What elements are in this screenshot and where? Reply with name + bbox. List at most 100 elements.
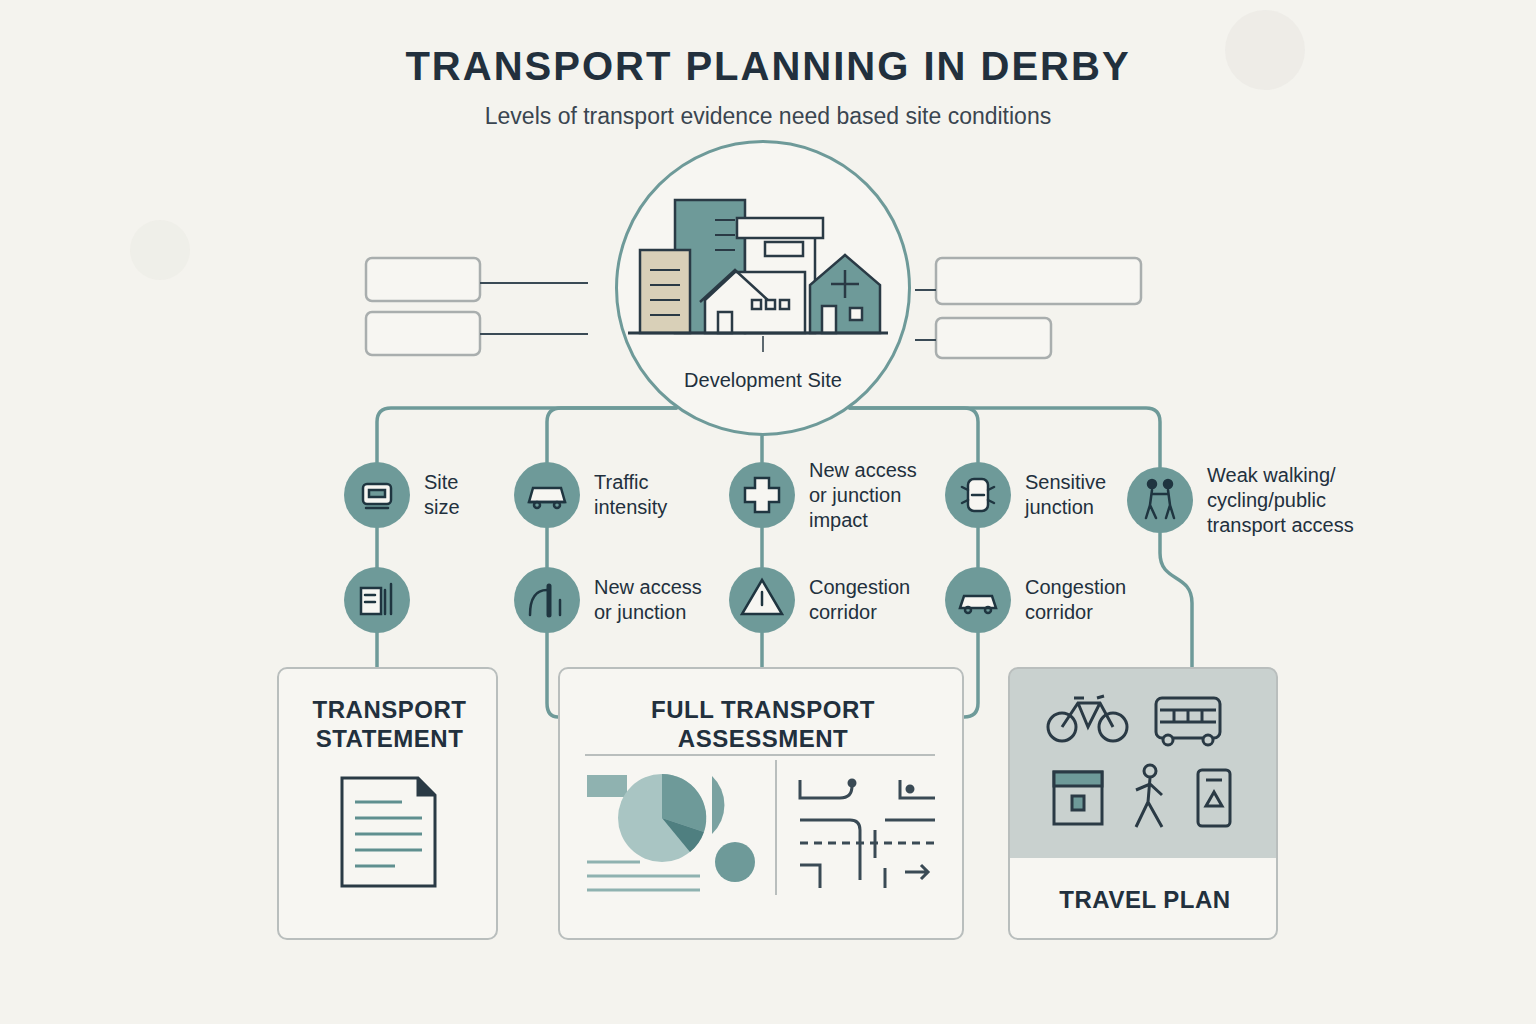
condition-icon: Congestion corridor [945,567,1011,633]
connector-line [545,528,549,567]
diagram-title: TRANSPORT PLANNING IN DERBY [0,44,1536,89]
drawing-part [715,234,735,236]
drawing-part [715,220,735,250]
travel-icons [1048,696,1230,827]
drawing-part [766,300,775,309]
drawing-part [355,865,395,868]
drawing-part [800,780,852,798]
evidence-box: FULL TRANSPORT ASSESSMENT [558,667,964,940]
assessment-graphics [585,755,935,895]
drawing-part [390,584,393,614]
drawing-part [559,668,963,939]
drawing-part [480,282,588,284]
buildings-illustration [628,200,888,352]
evidence-box: TRAVEL PLAN [1008,667,1278,940]
connector-line [964,633,978,717]
drawing-part [915,339,936,341]
condition-label: Congestion corridor [809,575,927,625]
drawing-part [715,249,735,251]
drawing-part [745,478,779,512]
drawing-part [1201,710,1204,722]
drawing-part [559,600,562,615]
condition-label: New access or junction [594,575,716,625]
drawing-part [587,862,700,890]
drawing-part [822,306,836,333]
drawing-part [278,668,497,939]
drawing-part [1225,10,1305,90]
drawing-part [514,462,580,528]
drawing-part [729,462,795,528]
drawing-part [900,780,935,798]
condition-icon: New access or junction [514,567,580,633]
drawing-part [587,875,700,878]
drawing-part [936,318,1051,358]
drawing-part [800,820,860,880]
condition-icon: Weak walking/ cycling/public transport a… [1127,467,1193,533]
drawing-part [1173,710,1176,722]
connector-line [760,528,764,567]
condition-icon: Site size [344,462,410,528]
condition-icon: Sensitive junction [945,462,1011,528]
drawing-part [1054,772,1102,824]
box-fills [278,668,1277,939]
drawing-part [761,592,764,605]
box-title: FULL TRANSPORT ASSESSMENT [623,695,903,753]
connector-line [976,528,980,567]
condition-icon: New access or junction impact [729,462,795,528]
drawing-part [960,596,996,608]
drawing-part [342,778,435,886]
drawing-part [640,250,690,333]
drawing-part [874,830,877,858]
drawing-part [585,754,935,756]
drawing-part [988,487,994,490]
drawing-part [1203,735,1213,745]
drawing-part [1156,698,1220,738]
drawing-part [972,494,984,497]
drawing-part [355,833,422,836]
drawing-part [363,484,391,504]
drawing-part [650,284,680,286]
drawing-part [775,760,777,895]
drawing-part [1206,792,1222,806]
drawing-part [968,479,988,511]
drawing-part [514,567,580,633]
connector-line [850,408,978,462]
drawing-part [365,594,375,597]
site-label: Development Site [618,369,908,392]
drawing-part [1009,668,1277,858]
drawing-part [1127,467,1193,533]
drawing-part [700,270,770,302]
drawing-part [885,819,935,822]
drawing-part [1136,778,1162,827]
drawing-part [618,774,706,862]
drawing-part [965,607,971,613]
drawing-part [705,272,805,333]
drawing-part [355,849,422,852]
drawing-part [480,333,588,335]
drawing-part [418,778,435,795]
condition-label: Site size [424,470,476,520]
drawing-part [849,780,855,786]
drawing-part [384,590,387,614]
connector-line [547,633,558,717]
drawing-part [742,580,782,614]
condition-icons [344,462,1193,633]
condition-label: Traffic intensity [594,470,706,520]
drawing-part [344,462,410,528]
drawing-part [1146,490,1174,518]
drawing-part [547,586,552,615]
connector-line [547,408,676,462]
drawing-part [945,567,1011,633]
condition-label: Sensitive junction [1025,470,1135,520]
evidence-box: TRANSPORT STATEMENT [277,667,498,940]
drawing-part [936,258,1141,304]
drawing-part [985,607,991,613]
drawing-part [1144,765,1156,777]
drawing-part [587,775,627,797]
drawing-part [800,865,820,888]
drawing-part [945,462,1011,528]
drawing-part [800,842,935,845]
drawing-part [1163,735,1173,745]
drawing-part [662,818,704,852]
